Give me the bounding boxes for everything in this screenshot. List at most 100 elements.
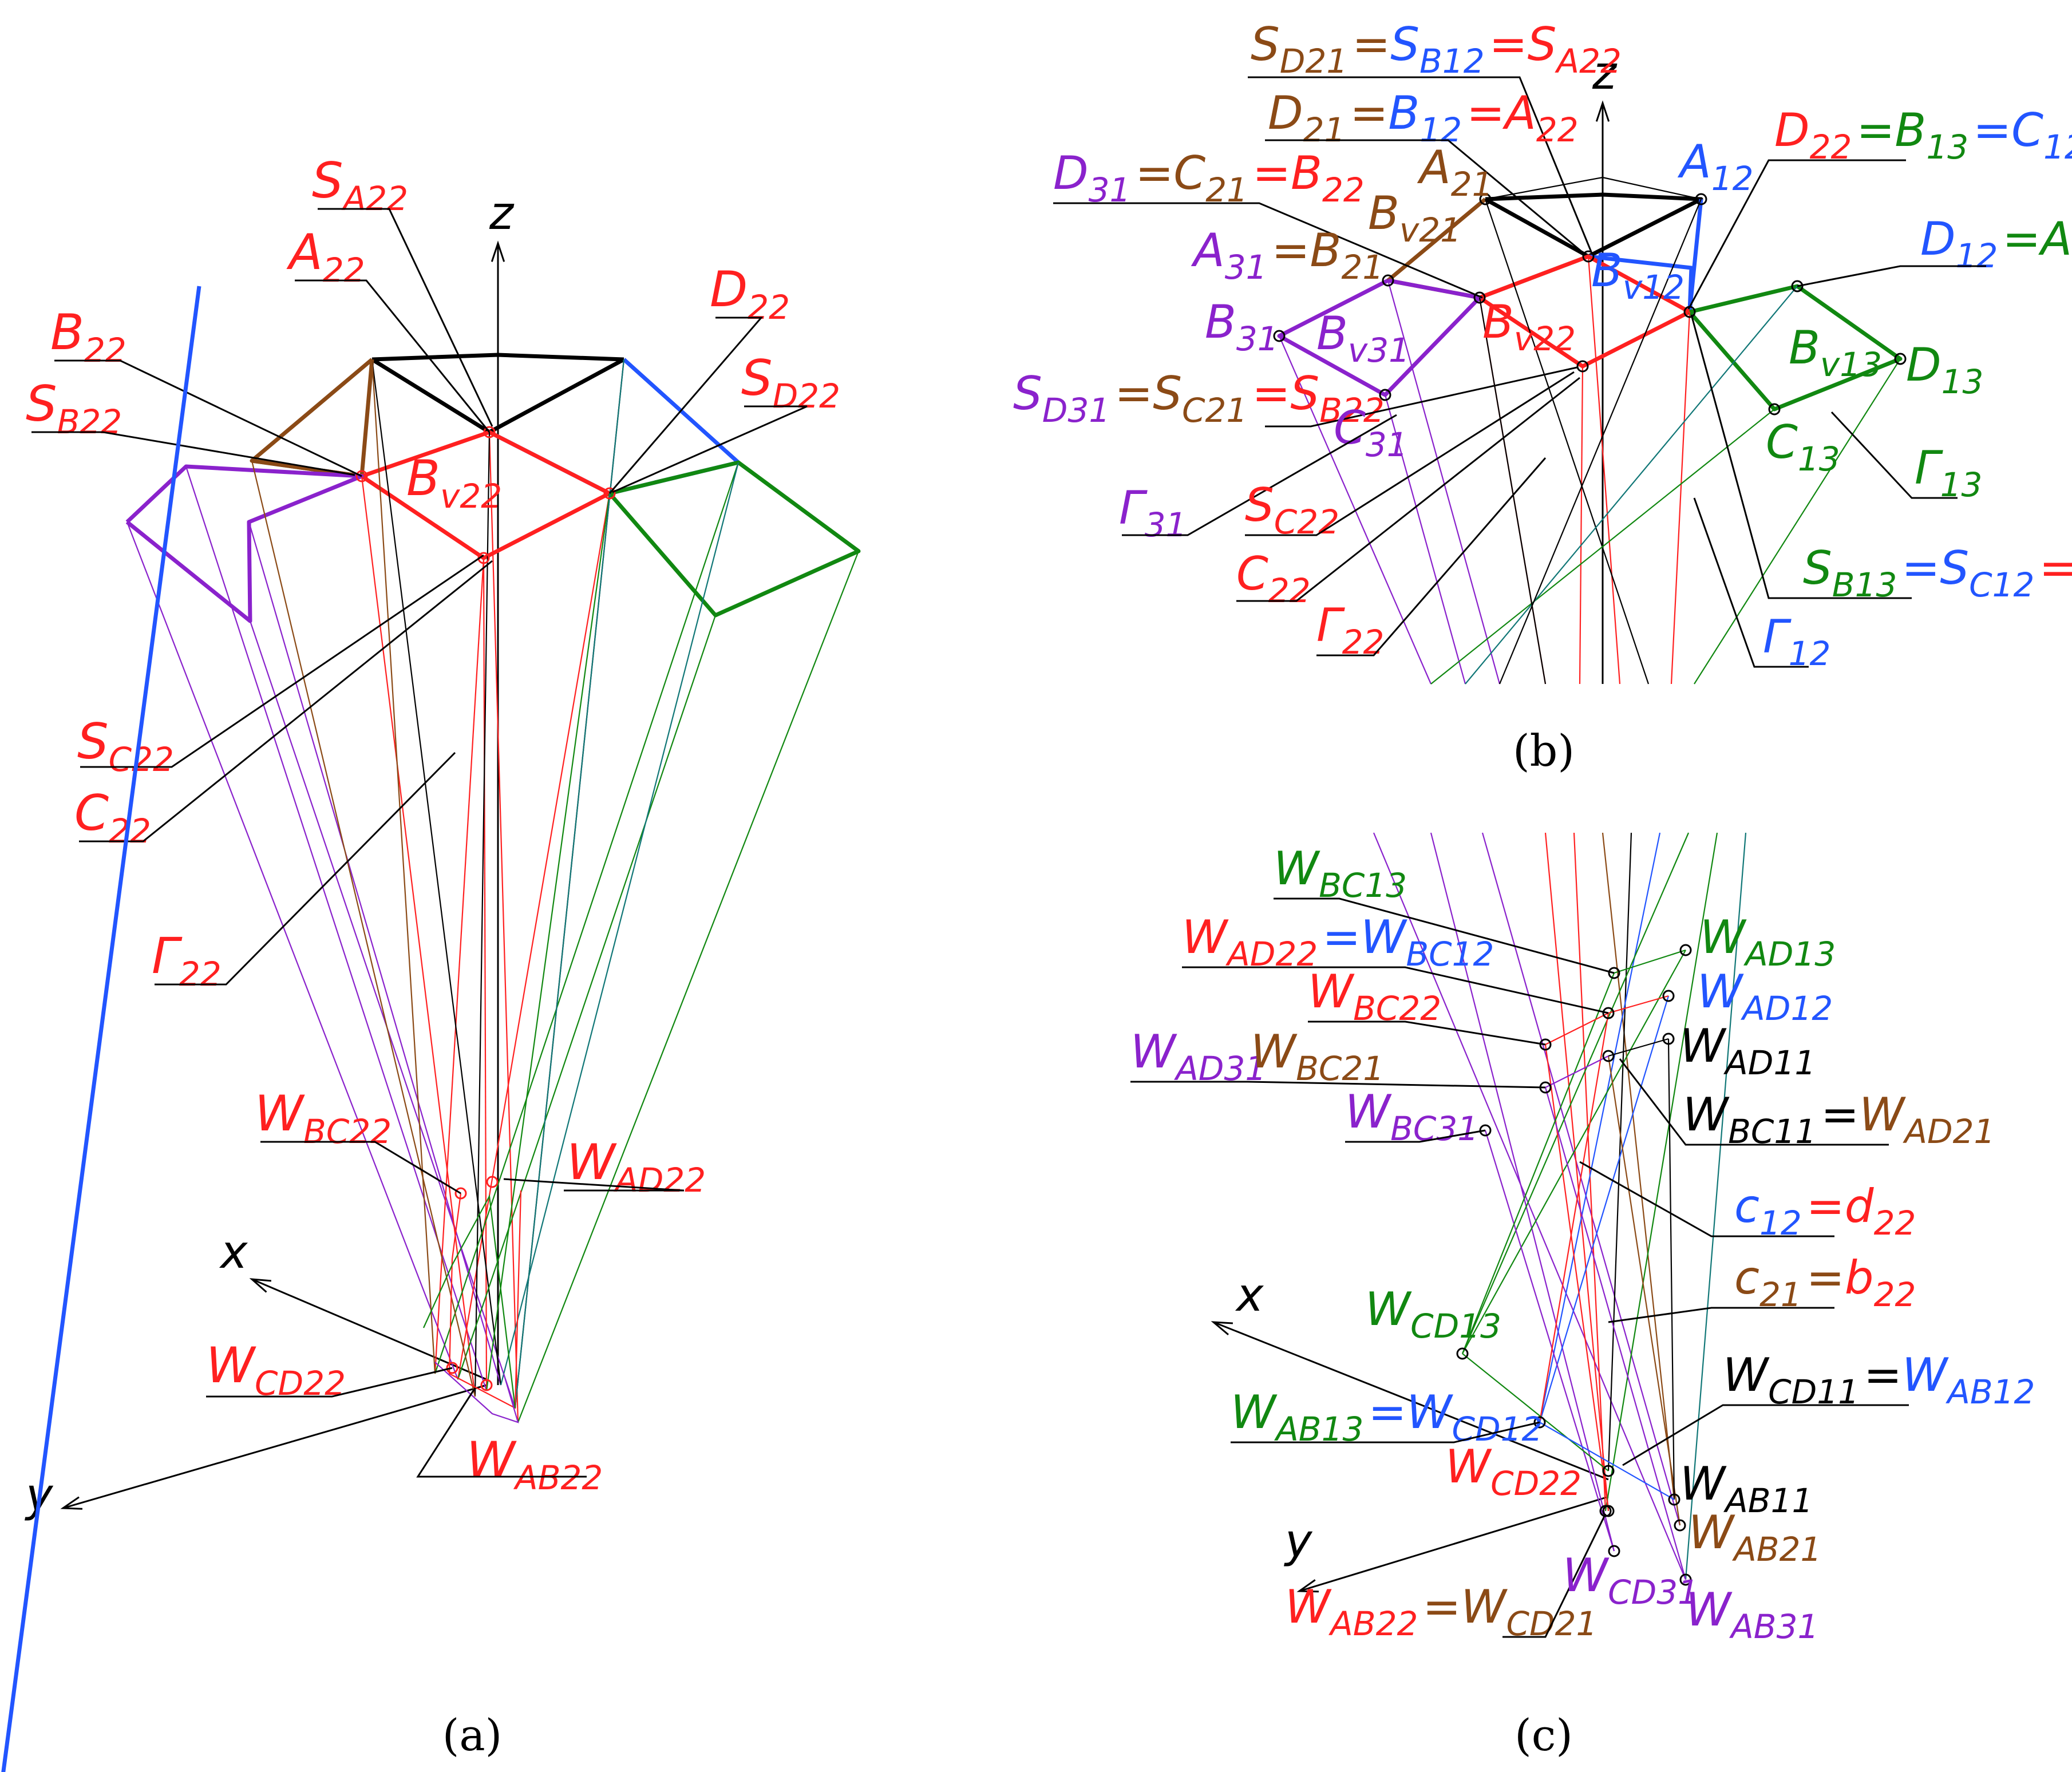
- label-d21eq-reset: [1462, 86, 1466, 140]
- pyramid-edge-6: [488, 432, 519, 1423]
- point-b-0: [1479, 193, 1492, 205]
- label-sb13eq-main: =: [1901, 541, 1940, 595]
- point-wad13: [1679, 944, 1692, 956]
- fan-edge-b-9: [1430, 409, 1775, 685]
- label-bv12: Bv12: [1591, 244, 1689, 307]
- label-wbc11eq-subscript: AD21: [1902, 1112, 1995, 1151]
- label-wab13eq-subscript: CD12: [1452, 1410, 1543, 1449]
- label-sd31eq-main: S: [1153, 367, 1182, 420]
- label-wab22-subscript: AB22: [513, 1458, 603, 1497]
- label-wcd22-subscript: CD22: [1490, 1464, 1581, 1503]
- label-wad22-reset: [706, 1134, 711, 1191]
- leader-c21eq: [1608, 1307, 1834, 1323]
- label-a21-reset: [1493, 141, 1498, 194]
- point-b-8: [1273, 330, 1286, 342]
- label-wab13eq: WAB13 =WCD12: [1231, 1386, 1547, 1449]
- label-d31eq-main: D: [1053, 147, 1089, 200]
- label-c12eq-main: =: [1806, 1180, 1845, 1233]
- label-d22eq-main: =: [1856, 104, 1895, 157]
- label-a21-subscript: 21: [1451, 165, 1493, 204]
- label-g13-main: Γ: [1915, 441, 1943, 495]
- label-sd21eq-reset: [1622, 18, 1626, 71]
- label-c31-reset: [1408, 401, 1413, 454]
- label-wcd22: WCD22: [206, 1337, 351, 1403]
- y-axis-c: [1299, 1496, 1609, 1592]
- label-wad31: WAD31: [1130, 1025, 1271, 1088]
- label-bv22-reset: [1576, 295, 1580, 349]
- purple-quad: [125, 464, 364, 623]
- leader-wbc13: [1274, 897, 1615, 974]
- label-wbc21: WBC21: [1251, 1025, 1389, 1088]
- label-sd21eq-subscript: D21: [1280, 42, 1347, 81]
- label-d21eq-main: B: [1388, 86, 1419, 140]
- label-wcd11eq-reset: [2035, 1348, 2039, 1402]
- label-sc22-main: S: [77, 713, 109, 770]
- label-wab22eq-main: =: [1422, 1580, 1461, 1633]
- y-axis-c-arrowhead: [1296, 1579, 1319, 1593]
- label-wad22eq-subscript: BC12: [1406, 935, 1494, 974]
- cross-c-8: [1461, 972, 1615, 1354]
- label-wbc13-reset: [1407, 842, 1411, 895]
- z-axis-arrowhead: [491, 240, 505, 262]
- label-a31eq-main: A: [1191, 224, 1225, 277]
- leader-a22: [295, 279, 491, 433]
- point-top-2: [603, 487, 616, 500]
- label-bv22: Bv22: [1482, 295, 1580, 358]
- label-bv31-reset: [1410, 307, 1414, 360]
- purple-link-c: [1545, 1055, 1609, 1088]
- label-d31eq-reset: [1248, 147, 1252, 200]
- point-wbc13: [1608, 967, 1620, 979]
- leader-wad22: [503, 1178, 685, 1192]
- point-b-7: [1379, 389, 1391, 401]
- label-wbc11eq-reset: [1816, 1088, 1821, 1141]
- label-wab31-main: W: [1686, 1583, 1733, 1636]
- label-wad22: WAD22: [567, 1134, 711, 1200]
- pyramid-edge-7: [457, 493, 611, 1380]
- label-wab13eq-main: W: [1231, 1386, 1278, 1439]
- label-wbc22-reset: [1441, 965, 1446, 1018]
- label-a22-subscript: 22: [323, 251, 365, 290]
- label-wab22-reset: [603, 1431, 608, 1489]
- label-wab13eq-reset: [1543, 1386, 1547, 1439]
- fan-edge-b-6: [1484, 199, 1650, 685]
- label-b22-main: B: [50, 304, 84, 361]
- caption-c: (c): [1515, 1710, 1573, 1761]
- label-sa22-reset: [408, 152, 413, 209]
- label-b22: B22: [50, 304, 131, 370]
- crossing-edge-c-9: [1604, 832, 1718, 1512]
- label-wbc22: WBC22: [255, 1085, 397, 1151]
- label-g31: Γ31: [1119, 481, 1191, 544]
- label-a31eq-main: =: [1272, 224, 1310, 277]
- label-d31eq-main: C: [1173, 147, 1205, 200]
- label-d13-subscript: 13: [1941, 362, 1984, 401]
- label-bv21: Bv21: [1368, 187, 1466, 250]
- point-wab22: [480, 1379, 493, 1391]
- label-a22: A22: [286, 224, 370, 290]
- label-sa22-main: S: [312, 152, 343, 209]
- cross-c-3: [1544, 1087, 1687, 1580]
- point-b-9: [1894, 353, 1907, 365]
- z-axis-label: z: [489, 187, 515, 240]
- label-g12: Γ12: [1763, 610, 1835, 673]
- label-wcd11eq: WCD11 =WAB12: [1723, 1348, 2039, 1411]
- leader-c12eq: [1579, 1161, 1834, 1237]
- label-sb13eq-main: S: [1940, 541, 1969, 595]
- label-sd21eq-main: S: [1251, 18, 1280, 71]
- label-wad12: WAD12: [1697, 965, 1837, 1028]
- label-wad13: WAD13: [1700, 911, 1840, 974]
- label-d21eq-subscript: 22: [1536, 110, 1579, 149]
- label-wad12-subscript: AD12: [1740, 989, 1833, 1028]
- fan-edge-b-7: [1670, 311, 1691, 685]
- label-wad13-reset: [1836, 911, 1840, 964]
- label-sd21eq-main: =: [1489, 18, 1528, 71]
- label-wad11: WAD11: [1680, 1019, 1820, 1082]
- crossing-edge-c-6: [1607, 832, 1632, 1472]
- x-axis-label: x: [219, 1225, 248, 1279]
- label-wab31: WAB31: [1686, 1583, 1823, 1646]
- label-sb13eq: SB13 =SC12 =SD22: [1803, 541, 2072, 604]
- label-sd22-reset: [840, 350, 845, 407]
- label-sd22-main: S: [741, 350, 773, 407]
- pyramid-edge-19: [371, 359, 436, 1374]
